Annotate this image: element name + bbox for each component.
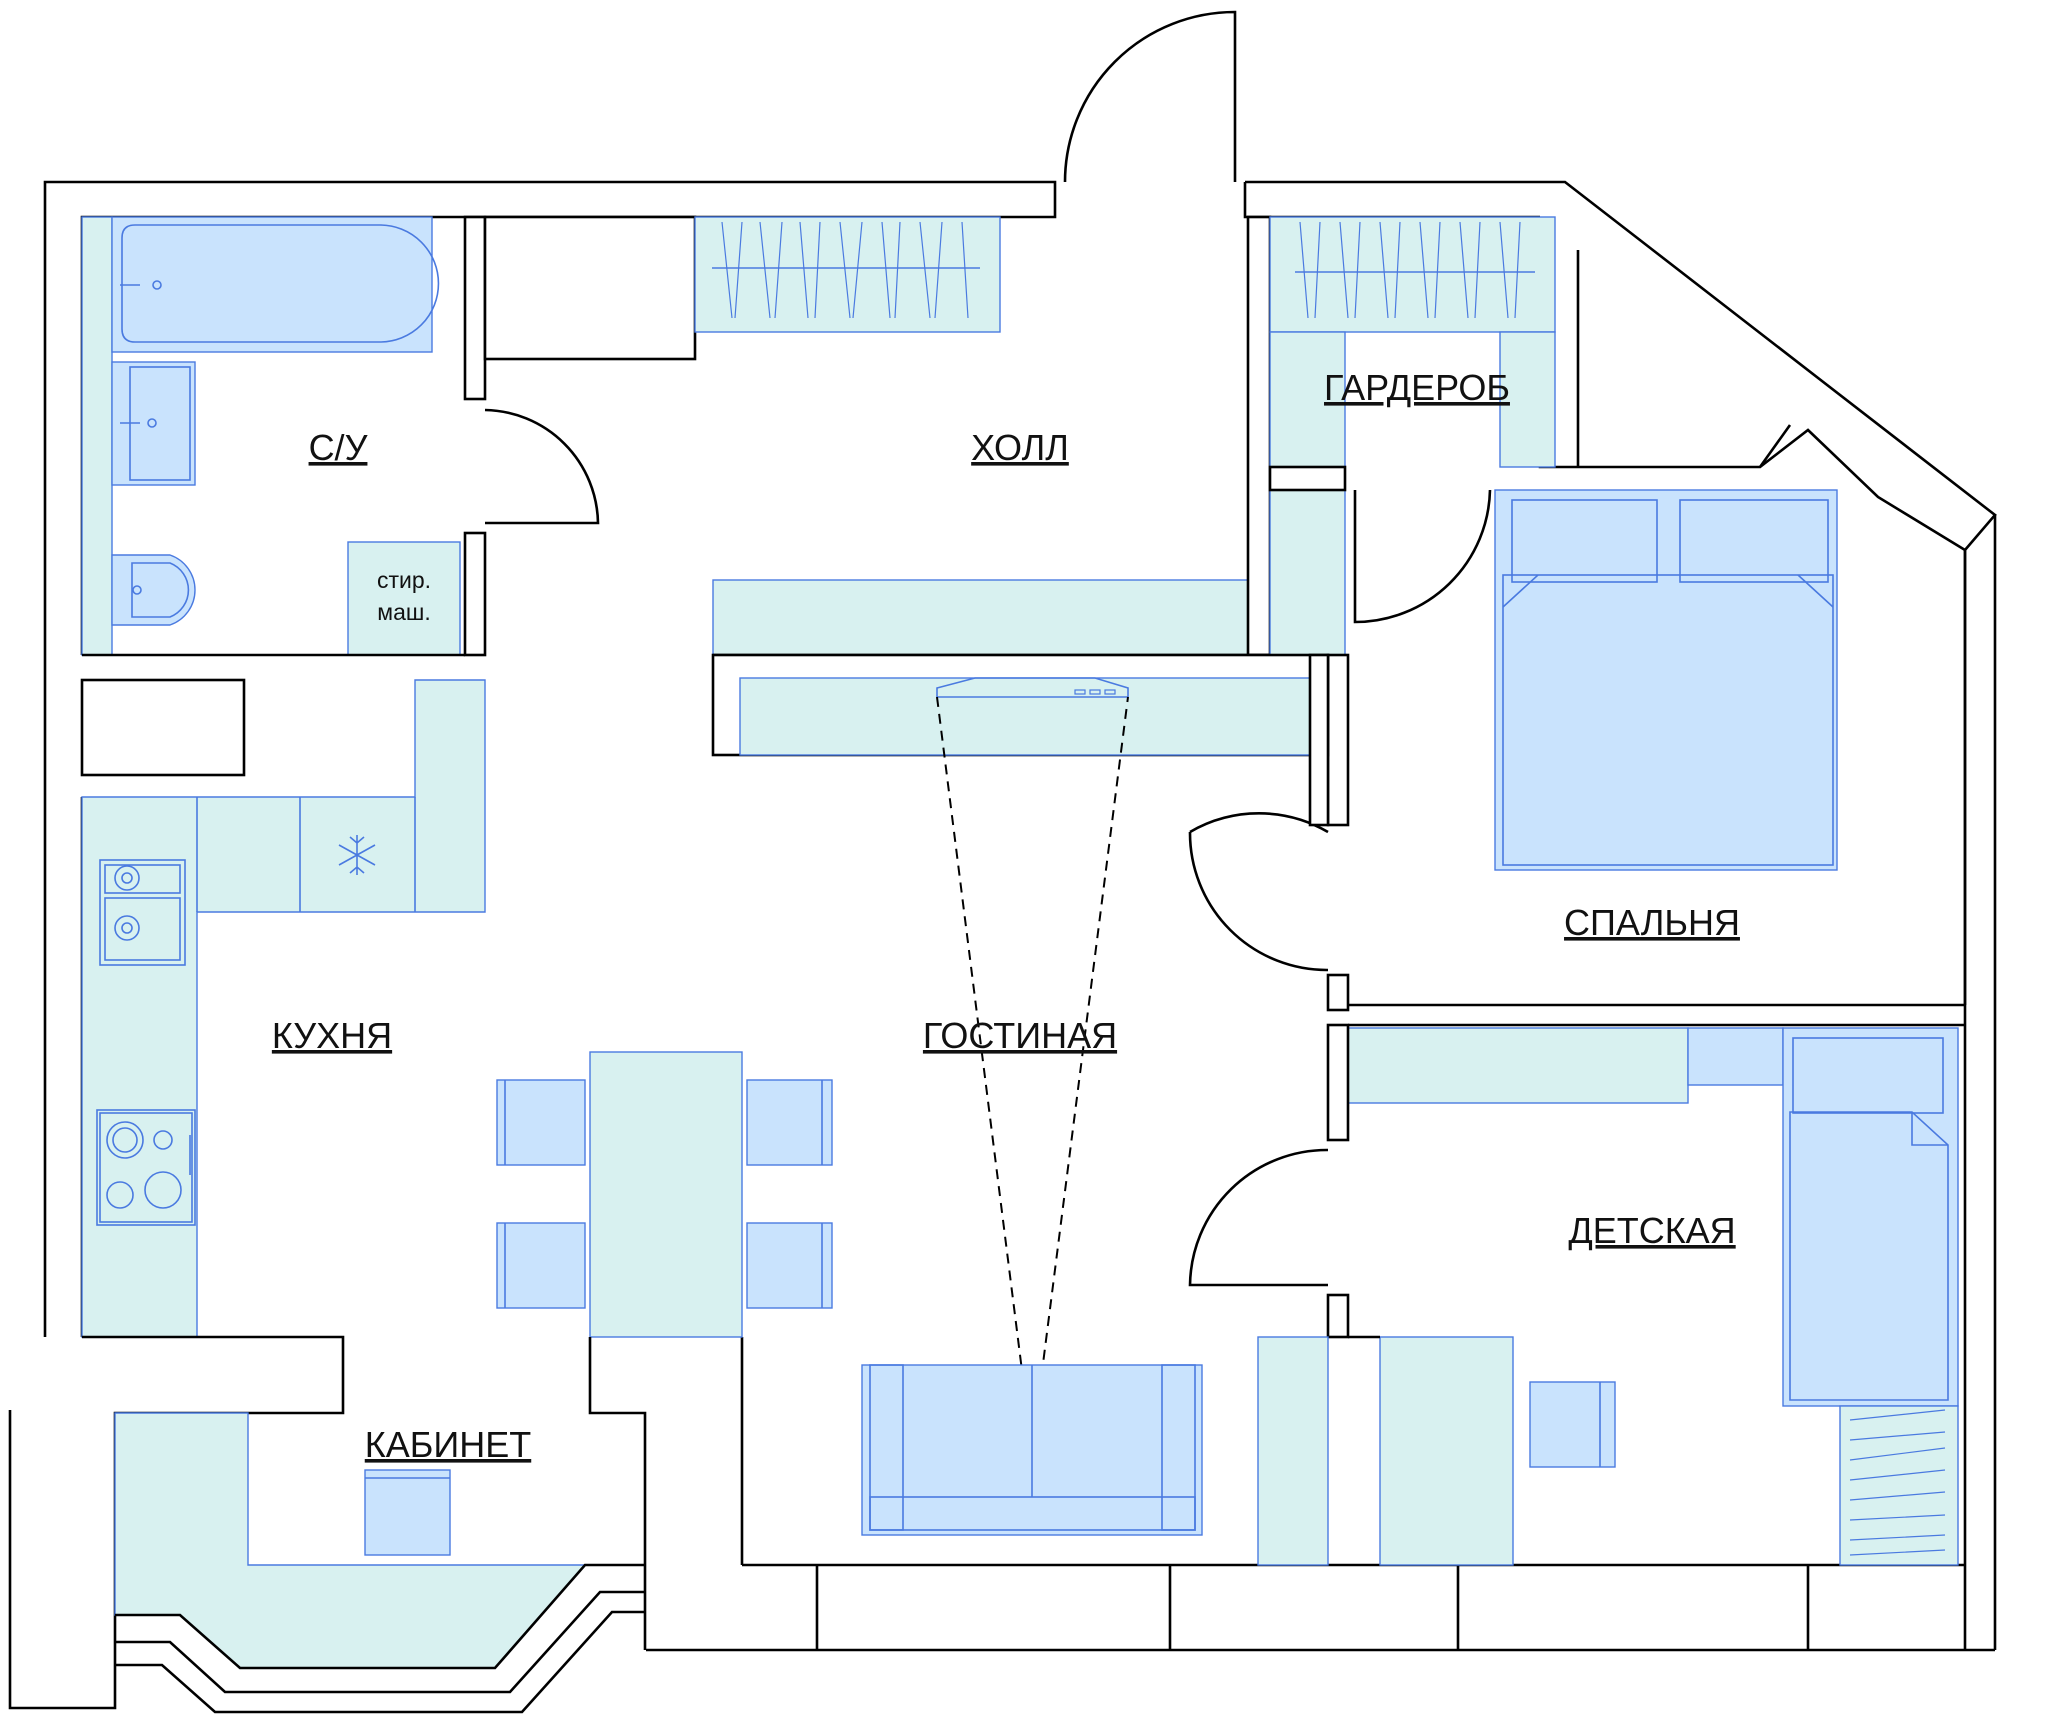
kids-room — [1188, 1023, 1959, 1566]
hanger-lines-wardrobe — [1295, 221, 1535, 319]
kitchen — [80, 678, 833, 1338]
label-office: КАБИНЕТ — [365, 1424, 531, 1465]
hanger-lines-hall — [712, 221, 980, 319]
hall — [483, 215, 1272, 657]
snowflake-icon — [338, 835, 376, 875]
label-wardrobe: ГАРДЕРОБ — [1324, 367, 1510, 408]
label-living-room: ГОСТИНАЯ — [923, 1015, 1117, 1056]
label-bathroom: С/У — [309, 427, 369, 468]
label-hall: ХОЛЛ — [971, 427, 1069, 468]
label-kitchen: КУХНЯ — [272, 1015, 392, 1056]
room-labels: С/У ХОЛЛ ГАРДЕРОБ СПАЛЬНЯ КУХНЯ ГОСТИНАЯ… — [272, 367, 1740, 1465]
office — [8, 1335, 647, 1714]
bathroom: стир. маш. — [81, 215, 600, 657]
living-room — [711, 653, 1330, 1566]
wardrobe — [1268, 216, 1556, 656]
washer-label-line1: стир. — [377, 567, 431, 593]
walls — [43, 10, 1997, 1652]
label-kids-room: ДЕТСКАЯ — [1568, 1210, 1735, 1251]
label-bedroom: СПАЛЬНЯ — [1564, 902, 1740, 943]
bedroom — [1188, 489, 1965, 1027]
washer-label-line2: маш. — [377, 599, 430, 625]
